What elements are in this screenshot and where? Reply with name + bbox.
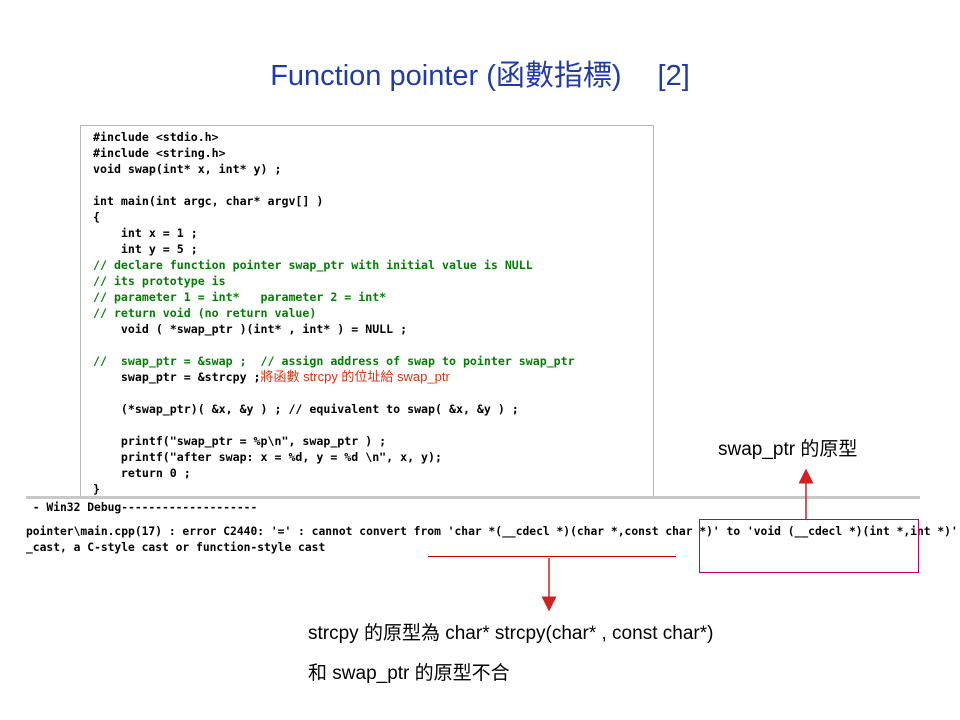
- build-output: - Win32 Debug-------------------- pointe…: [26, 500, 958, 556]
- title-main: Function pointer (函數指標): [270, 60, 622, 92]
- code-line: printf("swap_ptr = %p\n", swap_ptr ) ;: [93, 434, 387, 448]
- build-output-panel: [26, 496, 920, 566]
- code-line: }: [93, 482, 100, 496]
- code-comment-line: // declare function pointer swap_ptr wit…: [93, 258, 533, 272]
- code-line: #include <stdio.h>: [93, 130, 219, 144]
- code-comment-line: // its prototype is: [93, 274, 226, 288]
- title-suffix: [2]: [657, 60, 690, 92]
- code-line: void ( *swap_ptr )(int* , int* ) = NULL …: [93, 322, 408, 336]
- code-line: #include <string.h>: [93, 146, 226, 160]
- output-header: - Win32 Debug--------------------: [26, 501, 258, 514]
- code-line: swap_ptr = &strcpy ;: [93, 370, 261, 384]
- code-editor-panel: #include <stdio.h> #include <string.h> v…: [80, 125, 654, 498]
- code-line: {: [93, 210, 100, 224]
- code-line: int x = 1 ;: [93, 226, 198, 240]
- error-underline: [428, 556, 676, 557]
- code-line: (*swap_ptr)( &x, &y ) ; // equivalent to…: [93, 402, 519, 416]
- inline-annotation: 將函數 strcpy 的位址給 swap_ptr: [260, 369, 450, 384]
- mismatch-note: 和 swap_ptr 的原型不合: [308, 663, 510, 684]
- output-error-line: pointer\main.cpp(17) : error C2440: '=' …: [26, 525, 958, 538]
- code-comment-line: // return void (no return value): [93, 306, 317, 320]
- swap-ptr-prototype-label: swap_ptr 的原型: [718, 439, 858, 460]
- output-divider: [26, 496, 920, 499]
- slide-title: Function pointer (函數指標) [2]: [0, 52, 960, 94]
- source-code: #include <stdio.h> #include <string.h> v…: [93, 129, 575, 497]
- prototype-highlight-box: [699, 519, 919, 573]
- code-line: return 0 ;: [93, 466, 191, 480]
- strcpy-prototype-note: strcpy 的原型為 char* strcpy(char* , const c…: [308, 623, 714, 644]
- code-comment-line: // parameter 1 = int* parameter 2 = int*: [93, 290, 387, 304]
- code-line: void swap(int* x, int* y) ;: [93, 162, 282, 176]
- code-line: int main(int argc, char* argv[] ): [93, 194, 324, 208]
- code-line: printf("after swap: x = %d, y = %d \n", …: [93, 450, 443, 464]
- code-comment-line: // swap_ptr = &swap ; // assign address …: [93, 354, 575, 368]
- output-error-line-2: _cast, a C-style cast or function-style …: [26, 541, 326, 554]
- code-line: int y = 5 ;: [93, 242, 198, 256]
